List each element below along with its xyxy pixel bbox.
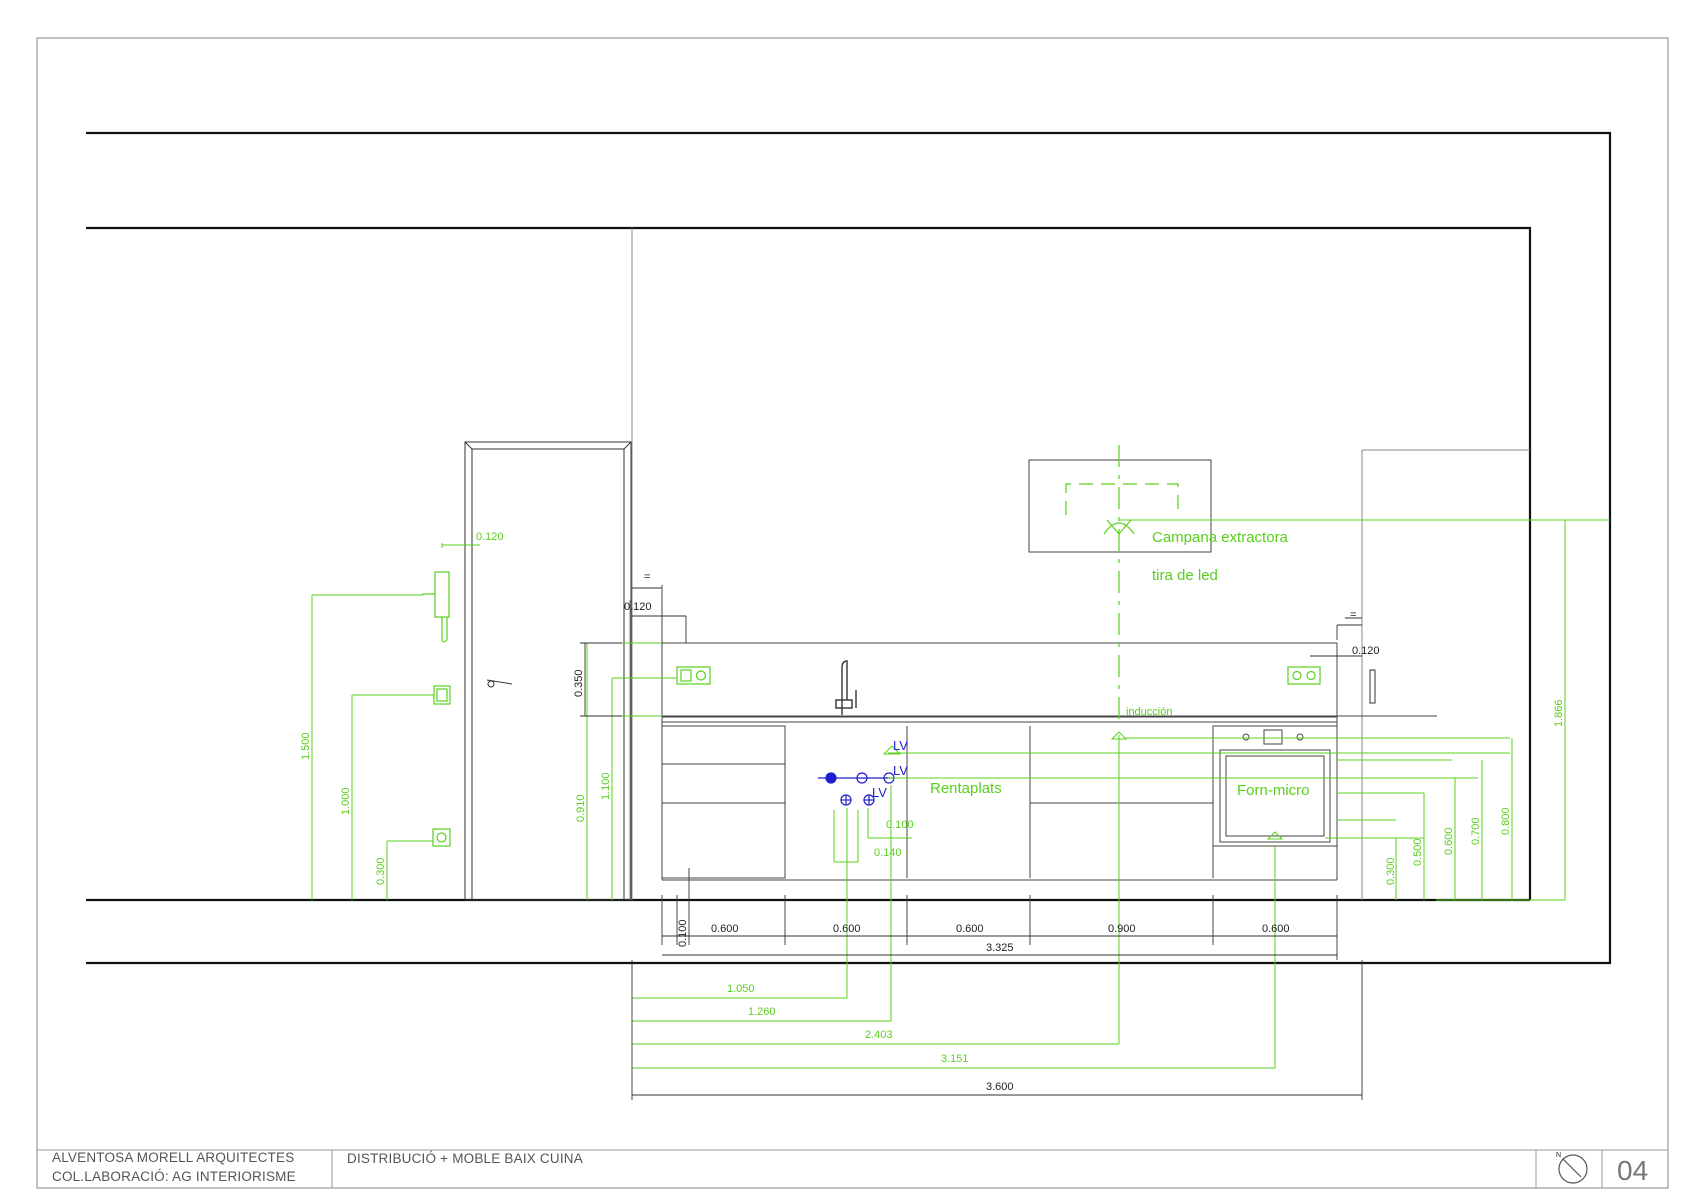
dim-0120-left: 0.120 — [624, 601, 652, 613]
dishwasher-label: Rentaplats — [930, 780, 1002, 797]
socket-left-icon — [676, 666, 711, 685]
lv-label-1: LV — [893, 738, 908, 753]
dim-drain-offset: 0.100 — [886, 819, 914, 831]
dim-0300-right: 0.300 — [1385, 857, 1397, 885]
dim-plinth-0100: 0.100 — [677, 919, 689, 947]
dim-3151: 3.151 — [941, 1053, 969, 1065]
north-label: N — [1556, 1152, 1561, 1159]
kitchen-tap — [835, 660, 857, 715]
lv-label-3: LV — [872, 785, 887, 800]
dim-2403: 2.403 — [865, 1029, 893, 1041]
dimension-lines — [311, 520, 1566, 1069]
dim-0500: 0.500 — [1412, 838, 1424, 866]
dim-0350: 0.350 — [573, 669, 585, 697]
fridge-handle — [1369, 669, 1376, 704]
dim-supply-offset: 0.140 — [874, 847, 902, 859]
plumbing-points — [818, 772, 895, 806]
sheet-number: 04 — [1617, 1155, 1648, 1186]
lv-label-2: LV — [893, 763, 908, 778]
dim-cabinets-total: 3.325 — [986, 942, 1014, 954]
dim-switch-height: 1.000 — [340, 787, 352, 815]
title-block — [37, 1149, 1668, 1188]
dim-0800: 0.800 — [1500, 807, 1512, 835]
dim-module-2: 0.600 — [833, 923, 861, 935]
dim-module-3: 0.600 — [956, 923, 984, 935]
extractor-hood — [1028, 445, 1610, 720]
intercom-icon — [422, 571, 450, 643]
walls — [86, 131, 1612, 965]
wall-socket-icon — [432, 828, 451, 847]
dim-module-5: 0.600 — [1262, 923, 1290, 935]
dim-1260: 1.260 — [748, 1006, 776, 1018]
oven-label: Forn-micro — [1237, 782, 1310, 799]
drawing-title: DISTRIBUCIÓ + MOBLE BAIX CUINA — [347, 1151, 583, 1166]
hood-label: Campana extractora — [1152, 529, 1289, 546]
light-switch-icon — [433, 685, 451, 705]
collaboration: COL.LABORACIÓ: AG INTERIORISME — [52, 1169, 296, 1184]
dim-0120-right: 0.120 — [1352, 645, 1380, 657]
dim-socket-height: 0.300 — [375, 857, 387, 885]
door — [464, 441, 632, 901]
led-strip-label: tira de led — [1152, 567, 1218, 584]
dim-module-4: 0.900 — [1108, 923, 1136, 935]
firm-name: ALVENTOSA MORELL ARQUITECTES — [52, 1150, 294, 1165]
dim-1866: 1.866 — [1553, 699, 1565, 727]
dim-0600-right: 0.600 — [1443, 827, 1455, 855]
sheet-border — [36, 37, 1669, 1189]
equal-mark-left: = — [644, 571, 650, 583]
dim-intercom-height: 1.500 — [300, 732, 312, 760]
dim-worktop-height: 0.910 — [575, 794, 587, 822]
dim-1050: 1.050 — [727, 983, 755, 995]
dim-0700: 0.700 — [1470, 817, 1482, 845]
induction-label: inducción — [1126, 706, 1172, 718]
dim-backsplash-socket-height: 1.100 — [600, 772, 612, 800]
dim-module-1: 0.600 — [711, 923, 739, 935]
black-dimensions — [580, 585, 1363, 1100]
socket-right-icon — [1287, 666, 1321, 685]
equal-mark-right: = — [1350, 609, 1356, 621]
dim-wall-total: 3.600 — [986, 1081, 1014, 1093]
kitchen-base-cabinets — [661, 642, 1437, 881]
dim-intercom-offset: 0.120 — [476, 531, 504, 543]
north-arrow-icon — [1558, 1154, 1588, 1184]
